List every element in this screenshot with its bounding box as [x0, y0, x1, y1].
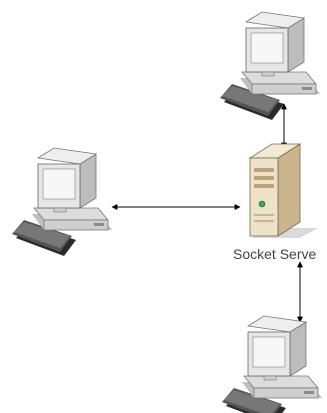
client-left [11, 147, 113, 257]
desktop-computer-icon [221, 315, 323, 413]
socket-server: Socket Serve [233, 143, 318, 262]
client-bottom [221, 315, 323, 413]
server-tower-icon [248, 143, 318, 238]
connections [111, 103, 303, 323]
client-top [219, 11, 321, 121]
desktop-computer-icon [11, 147, 113, 257]
server-label: Socket Serve [233, 246, 316, 262]
desktop-computer-icon [219, 11, 321, 121]
